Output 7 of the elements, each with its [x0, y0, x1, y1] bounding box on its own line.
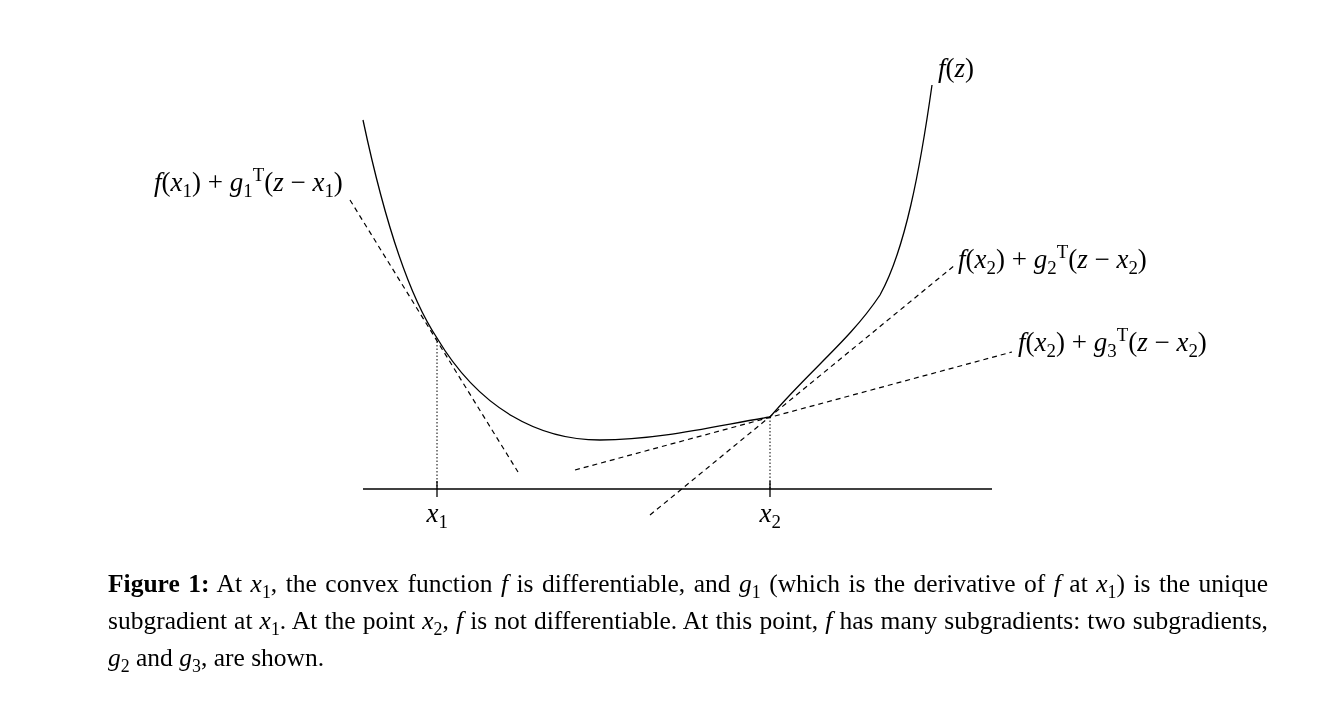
axis-label: x$_{1}$: [426, 497, 448, 530]
figure-caption: Figure 1: At x$_{1}$, the convex function f is differentiable, and g$_{1}$ (which is the derivative of f at x$_{1}$) is the unique subgradient at x$_{1}$. At the point x$_{2}$, f is not differentiable. At this point, f has many subgradients: two subgradients, g$_{2}$ and g$_{3}$, are shown.: [108, 568, 1268, 677]
line-label: f(x$_{2}$) + g$_{2}$$^{T}$(z − x$_{2}$): [958, 243, 1147, 276]
axis-label: x$_{2}$: [759, 497, 781, 530]
line-label: f(x$_{2}$) + g$_{3}$$^{T}$(z − x$_{2}$): [1018, 326, 1207, 359]
curve-label: f(z): [938, 52, 975, 85]
line-label: f(x$_{1}$) + g$_{1}$$^{T}$(z − x$_{1}$): [154, 166, 343, 199]
